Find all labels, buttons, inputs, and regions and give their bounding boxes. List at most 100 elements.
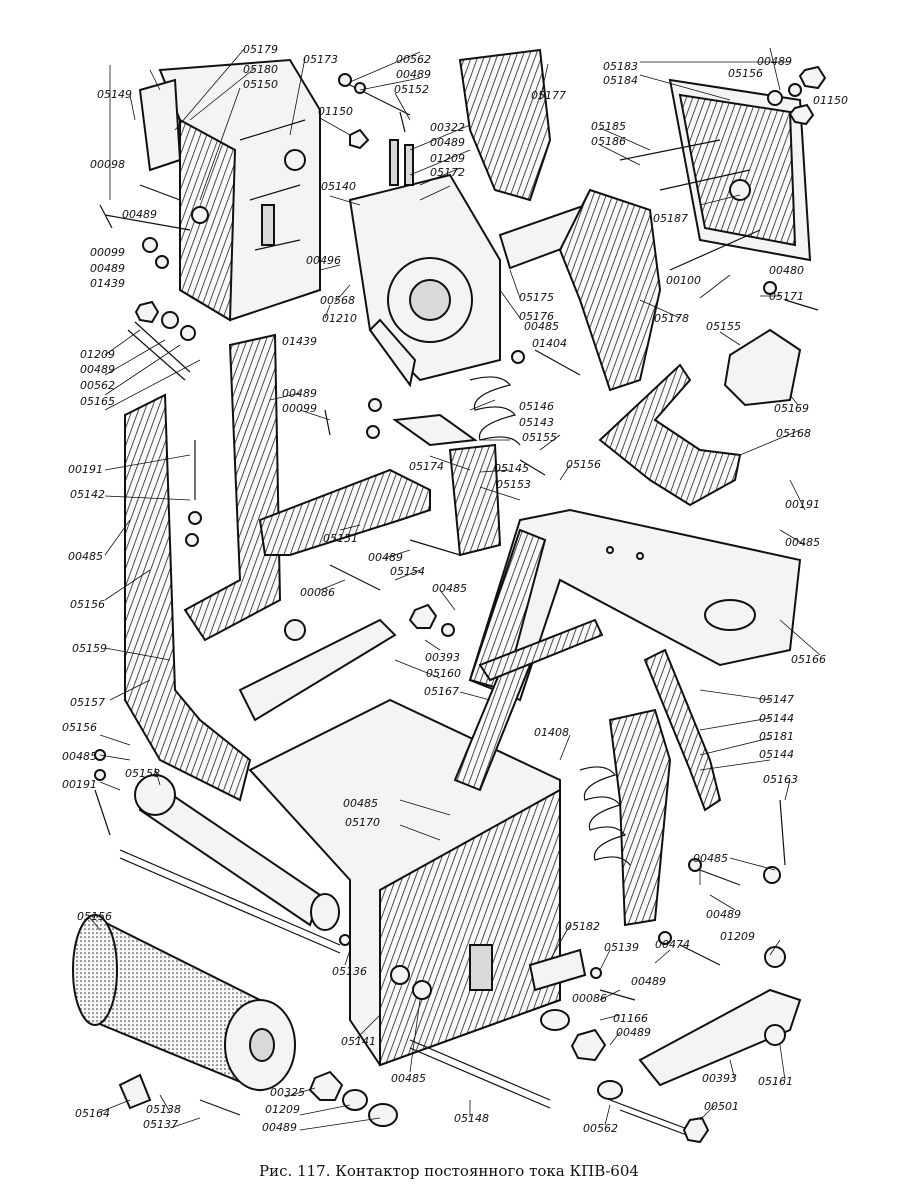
part-label: 05167 [424,685,459,698]
return-spring-05147 [579,648,722,927]
arc-chute-housing [138,58,321,322]
part-label: 05174 [409,460,444,473]
part-label: 00562 [583,1122,618,1135]
part-label: 00100 [666,274,701,287]
part-label: 05155 [522,431,557,444]
part-number-labels: 05179 05180 05150 05149 05173 00562 00489 05152… [62,43,848,1135]
part-label: 00501 [704,1100,739,1113]
pole-piece-05167 [453,618,604,792]
part-label: 00489 [368,551,403,564]
part-label: 00480 [769,264,804,277]
part-label: 05149 [97,88,132,101]
part-label: 05150 [243,78,278,91]
housing-screws [99,73,411,269]
part-label: 05172 [430,166,465,179]
part-label: 00099 [282,402,317,415]
part-label: 00485 [391,1072,426,1085]
part-label: 05177 [531,89,566,102]
part-label: 05147 [759,693,794,706]
flexible-shunt [598,363,742,507]
part-label: 05156 [70,598,105,611]
part-label: 05136 [332,965,367,978]
part-label: 05169 [774,402,809,415]
bracket-05151 [258,468,431,556]
coil-05136 [72,914,296,1092]
part-label: 01209 [265,1103,300,1116]
part-label: 00086 [300,586,335,599]
contact-shaft [498,188,662,392]
part-label: 00393 [702,1072,737,1085]
magnet-core-block [248,698,561,1067]
part-label: 05148 [454,1112,489,1125]
part-label: 05178 [654,312,689,325]
part-label: 05179 [243,43,278,56]
part-label: 00485 [693,852,728,865]
coil-05158 [134,774,340,931]
part-label: 00485 [785,536,820,549]
part-label: 00325 [270,1086,305,1099]
small-bracket-05169 [723,328,802,407]
part-label: 00496 [306,254,341,267]
part-label: 05160 [426,667,461,680]
part-label: 05151 [323,532,358,545]
part-label: 00474 [655,938,690,951]
part-label: 00562 [80,379,115,392]
part-label: 05163 [763,773,798,786]
contact-05145 [392,413,502,557]
threaded-rod [119,849,341,954]
part-label: 05152 [394,83,429,96]
part-label: 00485 [432,582,467,595]
part-label: 00191 [785,498,820,511]
part-label: 00568 [320,294,355,307]
part-label: 05161 [758,1075,793,1088]
figure-caption: Рис. 117. Контактор постоянного тока КПВ… [259,1162,639,1180]
part-label: 05180 [243,63,278,76]
part-label: 00489 [430,136,465,149]
part-label: 01439 [282,335,317,348]
part-label: 00562 [396,53,431,66]
part-label: 05143 [519,416,554,429]
pivot-bracket [348,139,501,388]
part-label: 05175 [519,291,554,304]
part-label: 01209 [720,930,755,943]
part-label: 00393 [425,651,460,664]
part-label: 05144 [759,712,794,725]
part-label: 05144 [759,748,794,761]
part-label: 01150 [318,105,353,118]
mid-screws [324,349,581,637]
part-label: 05170 [345,816,380,829]
part-label: 00485 [68,550,103,563]
part-label: 05158 [125,767,160,780]
arc-horn-plate [619,78,812,271]
part-label: 05185 [591,120,626,133]
part-label: 05142 [70,488,105,501]
part-label: 00322 [430,121,465,134]
part-label: 01150 [813,94,848,107]
part-label: 05159 [72,642,107,655]
part-label: 05171 [769,290,804,303]
part-label: 05137 [143,1118,178,1131]
part-label: 00489 [631,975,666,988]
part-label: 05141 [341,1035,376,1048]
part-label: 05153 [496,478,531,491]
part-label: 01166 [613,1012,648,1025]
part-label: 05173 [303,53,338,66]
part-label: 05176 [519,310,554,323]
part-label: 05183 [603,60,638,73]
part-label: 00485 [62,750,97,763]
top-right-fasteners [763,65,827,311]
main-frame [124,333,282,802]
part-label: 05181 [759,730,794,743]
part-label: 05165 [80,395,115,408]
part-label: 00098 [90,158,125,171]
part-label: 05186 [591,135,626,148]
part-label: 05184 [603,74,638,87]
part-label: 05139 [604,941,639,954]
lower-right-parts [528,799,802,1144]
part-label: 05156 [77,910,112,923]
part-label: 00489 [262,1121,297,1134]
part-label: 05155 [706,320,741,333]
part-label: 05156 [62,721,97,734]
part-label: 00489 [90,262,125,275]
part-label: 00489 [80,363,115,376]
